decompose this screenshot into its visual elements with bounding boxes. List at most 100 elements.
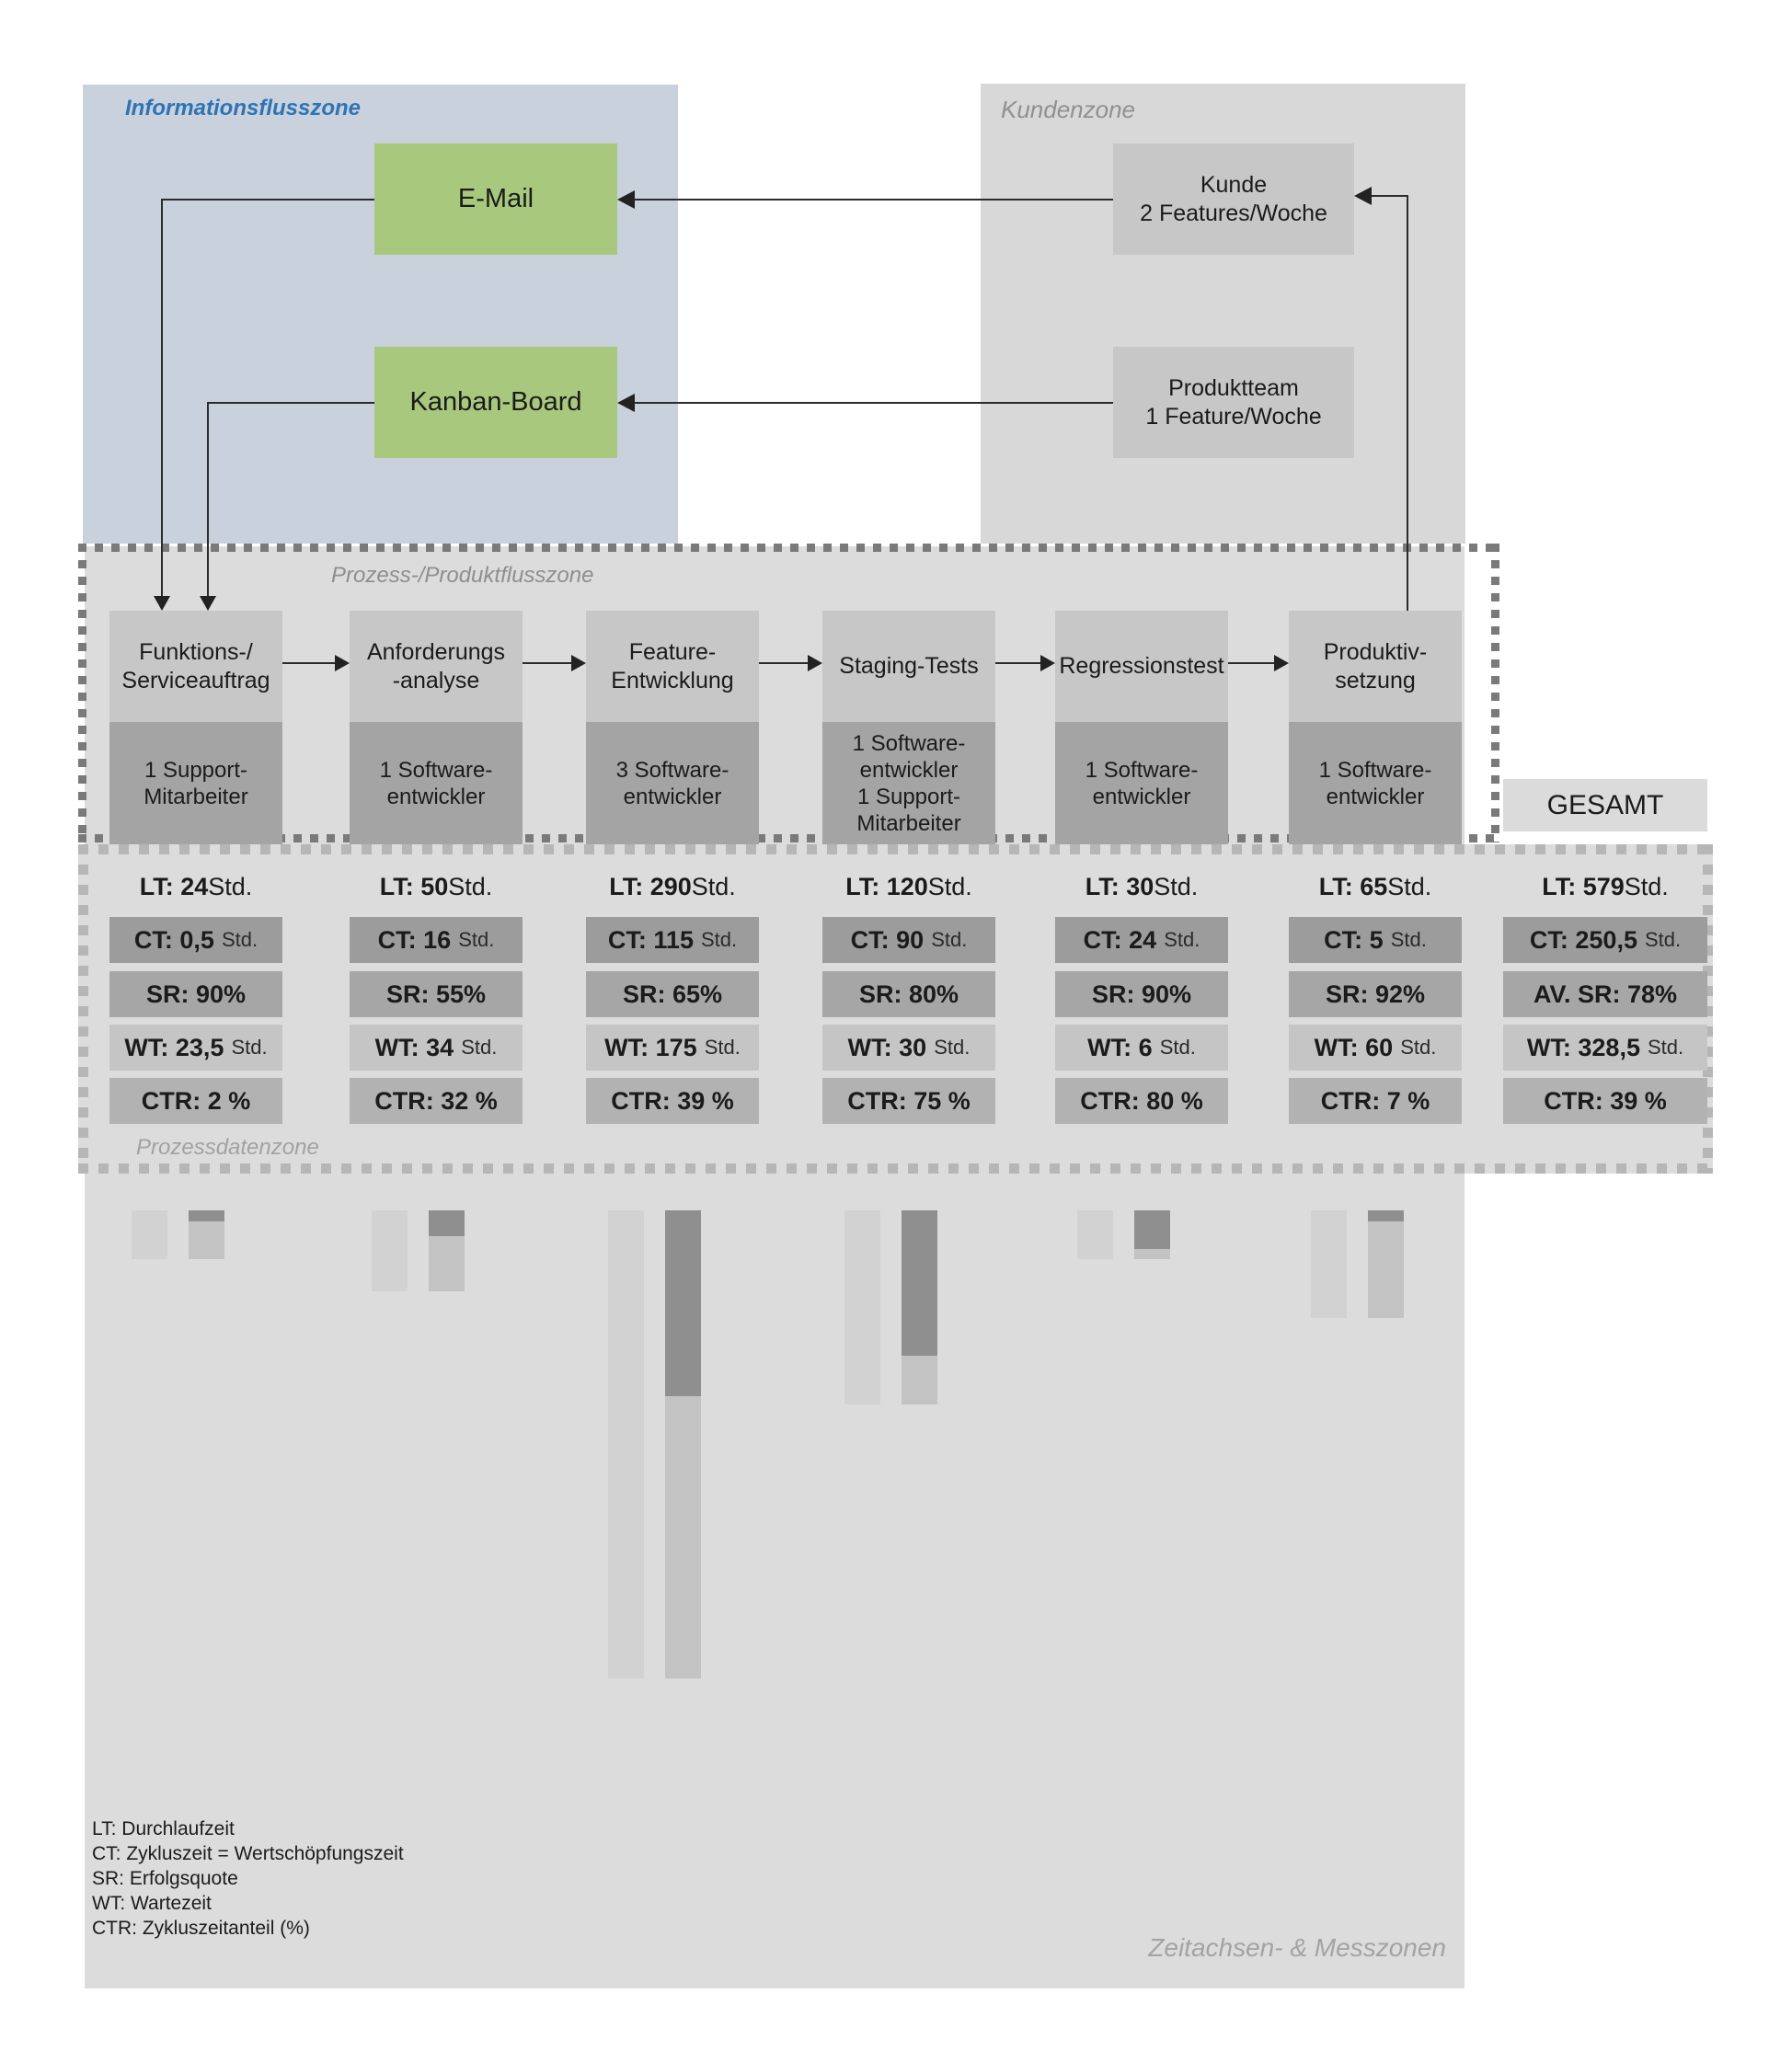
lt-value: 120 bbox=[886, 872, 928, 900]
ct-unit: Std. bbox=[700, 928, 738, 951]
wt-label: WT: bbox=[124, 1033, 169, 1061]
lt-label: LT: bbox=[1542, 872, 1577, 900]
produktteam-node: Produktteam 1 Feature/Woche bbox=[1113, 347, 1354, 458]
ctr-value: 39 % bbox=[1610, 1086, 1667, 1115]
lt-value: 290 bbox=[649, 872, 692, 900]
step-title-regressionstest: Regressionstest bbox=[1055, 611, 1228, 722]
wt-unit: Std. bbox=[1647, 1036, 1684, 1059]
step-arrow-4-line bbox=[995, 662, 1040, 664]
sr-value: 55% bbox=[435, 980, 487, 1008]
step-arrow-3-head bbox=[808, 655, 822, 671]
wt-unit: Std. bbox=[461, 1036, 498, 1059]
ct-value: 16 bbox=[423, 925, 452, 954]
wt-value: 328,5 bbox=[1578, 1033, 1640, 1061]
wt-label: WT: bbox=[604, 1033, 649, 1061]
sr-label: SR: bbox=[622, 980, 666, 1008]
sr-value: 90% bbox=[195, 980, 247, 1008]
email-node: E-Mail bbox=[374, 143, 617, 255]
step-resources-anforderungsanalyse: 1 Software- entwickler bbox=[350, 722, 523, 844]
process-flow-zone: Prozess-/Produktflusszone bbox=[78, 544, 1499, 842]
wt-bar-segment bbox=[1134, 1249, 1170, 1259]
metric-ctr-total: CTR: 39 % bbox=[1503, 1078, 1707, 1124]
data-zone-border-left bbox=[78, 844, 88, 1174]
wt-bar-segment bbox=[902, 1356, 937, 1404]
ct-unit: Std. bbox=[931, 928, 968, 951]
email-to-step-line-v bbox=[161, 199, 163, 596]
lt-value: 30 bbox=[1126, 872, 1154, 900]
produktteam-to-kanban-line bbox=[635, 402, 1113, 404]
ctr-value: 75 % bbox=[913, 1086, 971, 1115]
ct-value: 90 bbox=[896, 925, 925, 954]
lt-unit: Std. bbox=[927, 872, 972, 900]
process-zone-border-top bbox=[78, 544, 1499, 552]
ct-label: CT: bbox=[850, 925, 890, 954]
timeline-zone-label: Zeitachsen- & Messzonen bbox=[1148, 1933, 1446, 1962]
lt-label: LT: bbox=[1318, 872, 1353, 900]
ct-unit: Std. bbox=[1164, 928, 1200, 951]
ct-bar-segment bbox=[429, 1210, 465, 1236]
metrics-legend: LT: Durchlaufzeit CT: Zykluszeit = Werts… bbox=[92, 1818, 404, 1939]
kunde-node: Kunde 2 Features/Woche bbox=[1113, 143, 1354, 255]
ct-label: CT: bbox=[377, 925, 417, 954]
data-zone-border-top bbox=[78, 844, 1713, 854]
lt-value: 24 bbox=[180, 872, 209, 900]
ct-value: 0,5 bbox=[179, 925, 214, 954]
produktteam-to-kanban-arrowhead bbox=[617, 394, 635, 412]
kanban-to-step-arrowhead bbox=[200, 596, 216, 611]
lt-value: 65 bbox=[1360, 872, 1388, 900]
gesamt-header: GESAMT bbox=[1503, 779, 1707, 831]
ct-value: 250,5 bbox=[1575, 925, 1637, 954]
wt-value: 23,5 bbox=[175, 1033, 224, 1061]
step-arrow-2-head bbox=[571, 655, 586, 671]
sr-value: 65% bbox=[672, 980, 723, 1008]
wt-bar-segment bbox=[665, 1396, 701, 1679]
step-arrow-5-head bbox=[1274, 655, 1289, 671]
deploy-to-kunde-line-v bbox=[1407, 195, 1408, 611]
ctr-label: CTR: bbox=[611, 1086, 671, 1115]
step-arrow-5-line bbox=[1228, 662, 1274, 664]
ct-bar-segment bbox=[189, 1210, 224, 1221]
metric-sr-2: SR: 55% bbox=[350, 971, 523, 1017]
sr-label: SR: bbox=[1091, 980, 1135, 1008]
sr-label: SR: bbox=[145, 980, 190, 1008]
step-arrow-2-line bbox=[523, 662, 571, 664]
ct-unit: Std. bbox=[1644, 928, 1682, 951]
step-resources-regressionstest: 1 Software- entwickler bbox=[1055, 722, 1228, 844]
process-zone-border-bottom bbox=[78, 834, 1499, 842]
email-to-step-line-h bbox=[161, 199, 374, 201]
step-title-staging-tests: Staging-Tests bbox=[822, 611, 995, 722]
lt-unit: Std. bbox=[1154, 872, 1199, 900]
sr-value: 80% bbox=[908, 980, 959, 1008]
ctr-value: 7 % bbox=[1386, 1086, 1430, 1115]
step-title-produktivsetzung: Produktiv- setzung bbox=[1289, 611, 1462, 722]
step-title-funktionsauftrag: Funktions-/ Serviceauftrag bbox=[109, 611, 282, 722]
metric-ctr-2: CTR: 32 % bbox=[350, 1078, 523, 1124]
metric-sr-1: SR: 90% bbox=[109, 971, 282, 1017]
lt-label: LT: bbox=[609, 872, 644, 900]
ct-label: CT: bbox=[133, 925, 173, 954]
process-flow-zone-label: Prozess-/Produktflusszone bbox=[331, 563, 594, 588]
lt-bar bbox=[372, 1210, 408, 1291]
kanban-to-step-line-h bbox=[207, 402, 374, 404]
wt-label: WT: bbox=[1314, 1033, 1359, 1061]
step-title-anforderungsanalyse: Anforderungs -analyse bbox=[350, 611, 523, 722]
lt-value: 50 bbox=[420, 872, 449, 900]
wt-value: 6 bbox=[1138, 1033, 1153, 1061]
ct-value: 24 bbox=[1129, 925, 1157, 954]
timeline-zone: Zeitachsen- & Messzonen bbox=[85, 546, 1465, 1988]
lt-label: LT: bbox=[1085, 872, 1120, 900]
